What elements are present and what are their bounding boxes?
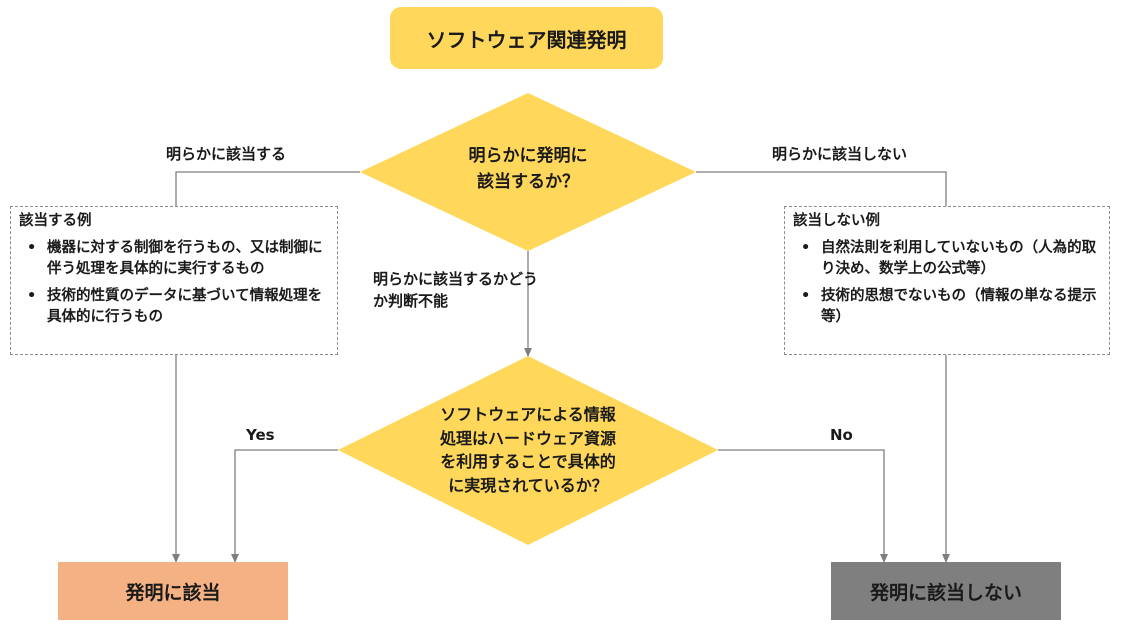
- label-yes: Yes: [246, 426, 275, 444]
- connector-clearly-applicable: [172, 171, 360, 563]
- label-clearly-applicable: 明らかに該当する: [166, 145, 287, 163]
- list-item-text: 技術的性質のデータに基づいて情報処理を具体的に行うもの: [47, 288, 323, 325]
- applicable-examples-title: 該当する例: [19, 213, 92, 229]
- not-applicable-examples-box: 該当しない例 •自然法則を利用していないもの（人為的取り決め、数学上の公式等） …: [784, 206, 1110, 355]
- label-undetermined: 明らかに該当するかどうか判断不能: [373, 270, 539, 310]
- list-item: •技術的思想でないもの（情報の単なる提示等）: [801, 288, 1097, 325]
- list-item: •機器に対する制御を行うもの、又は制御に伴う処理を具体的に実行するもの: [27, 240, 323, 277]
- result-applicable-text: 発明に該当: [125, 581, 221, 604]
- list-item: •自然法則を利用していないもの（人為的取り決め、数学上の公式等）: [801, 240, 1097, 277]
- connector-no: [718, 449, 888, 563]
- connector-clearly-not-applicable: [696, 171, 950, 563]
- decision-diamond-2: [338, 356, 718, 545]
- decision-2-text: ソフトウェアによる情報 処理はハードウェア資源 を利用することで具体的 に実現さ…: [400, 403, 656, 497]
- list-item-text: 自然法則を利用していないもの（人為的取り決め、数学上の公式等）: [821, 240, 1097, 277]
- title-text: ソフトウェア関連発明: [426, 27, 627, 52]
- title-box: ソフトウェア関連発明: [390, 7, 663, 69]
- decision-2-line: に実現されているか？: [448, 475, 608, 495]
- decision-1-line: 該当するか？: [477, 172, 579, 192]
- connector-yes: [231, 449, 338, 563]
- decision-2-line: を利用することで具体的: [440, 452, 616, 471]
- result-not-applicable-text: 発明に該当しない: [869, 581, 1022, 604]
- label-no: No: [830, 426, 853, 444]
- decision-1-line: 明らかに発明に: [468, 146, 588, 166]
- list-item-text: 技術的思想でないもの（情報の単なる提示等）: [821, 288, 1097, 325]
- decision-1-text: 明らかに発明に 該当するか？: [430, 143, 626, 195]
- result-applicable-box: 発明に該当: [58, 562, 288, 620]
- decision-2-line: ソフトウェアによる情報: [440, 405, 616, 424]
- decision-diamond-1: [360, 93, 696, 251]
- label-clearly-not-applicable: 明らかに該当しない: [772, 145, 908, 163]
- result-not-applicable-box: 発明に該当しない: [831, 562, 1061, 620]
- applicable-examples-box: 該当する例 •機器に対する制御を行うもの、又は制御に伴う処理を具体的に実行するも…: [10, 206, 338, 355]
- decision-2-line: 処理はハードウェア資源: [439, 428, 616, 448]
- not-applicable-examples-title: 該当しない例: [793, 213, 880, 229]
- list-item-text: 機器に対する制御を行うもの、又は制御に伴う処理を具体的に実行するもの: [47, 240, 323, 277]
- list-item: •技術的性質のデータに基づいて情報処理を具体的に行うもの: [27, 288, 323, 325]
